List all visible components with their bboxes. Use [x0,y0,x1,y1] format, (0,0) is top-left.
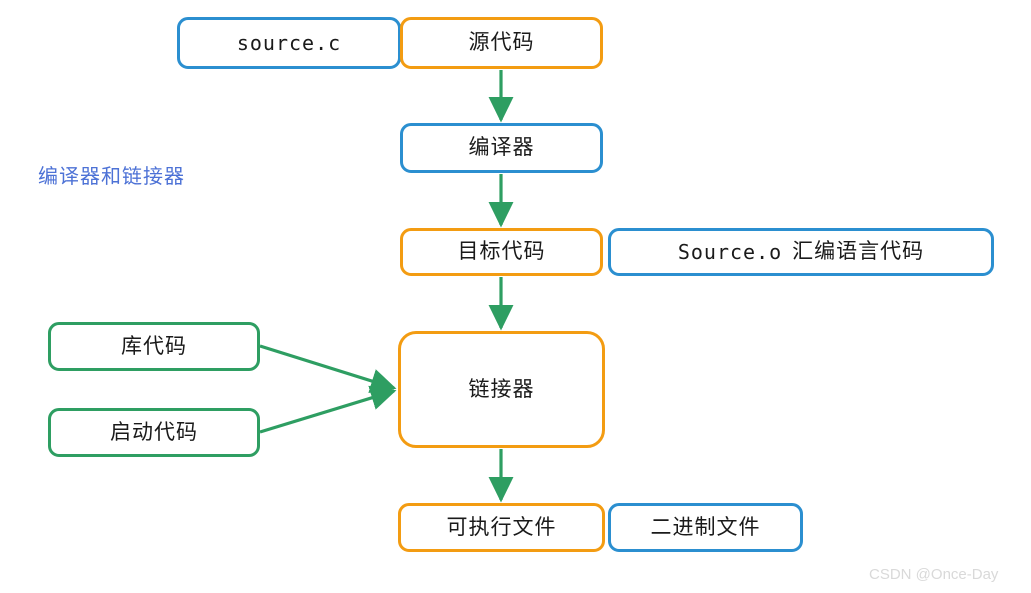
node-source-c[interactable]: source.c [177,17,401,69]
node-source-o-label: 汇编语言代码 [792,239,925,264]
node-source-o[interactable]: Source.o 汇编语言代码 [608,228,994,276]
node-linker[interactable]: 链接器 [398,331,605,448]
diagram-side-title: 编译器和链接器 [38,166,185,188]
node-object-code[interactable]: 目标代码 [400,228,603,276]
node-startup-code[interactable]: 启动代码 [48,408,260,457]
node-executable-file[interactable]: 可执行文件 [398,503,605,552]
edge-library-to-linker [259,344,397,394]
node-source-o-filename: Source.o [677,240,783,264]
node-library-code[interactable]: 库代码 [48,322,260,371]
node-compiler[interactable]: 编译器 [400,123,603,173]
node-source-code[interactable]: 源代码 [400,17,603,69]
watermark: CSDN @Once-Day [869,566,999,583]
edge-startup-to-linker [259,385,397,434]
node-binary-file[interactable]: 二进制文件 [608,503,803,552]
